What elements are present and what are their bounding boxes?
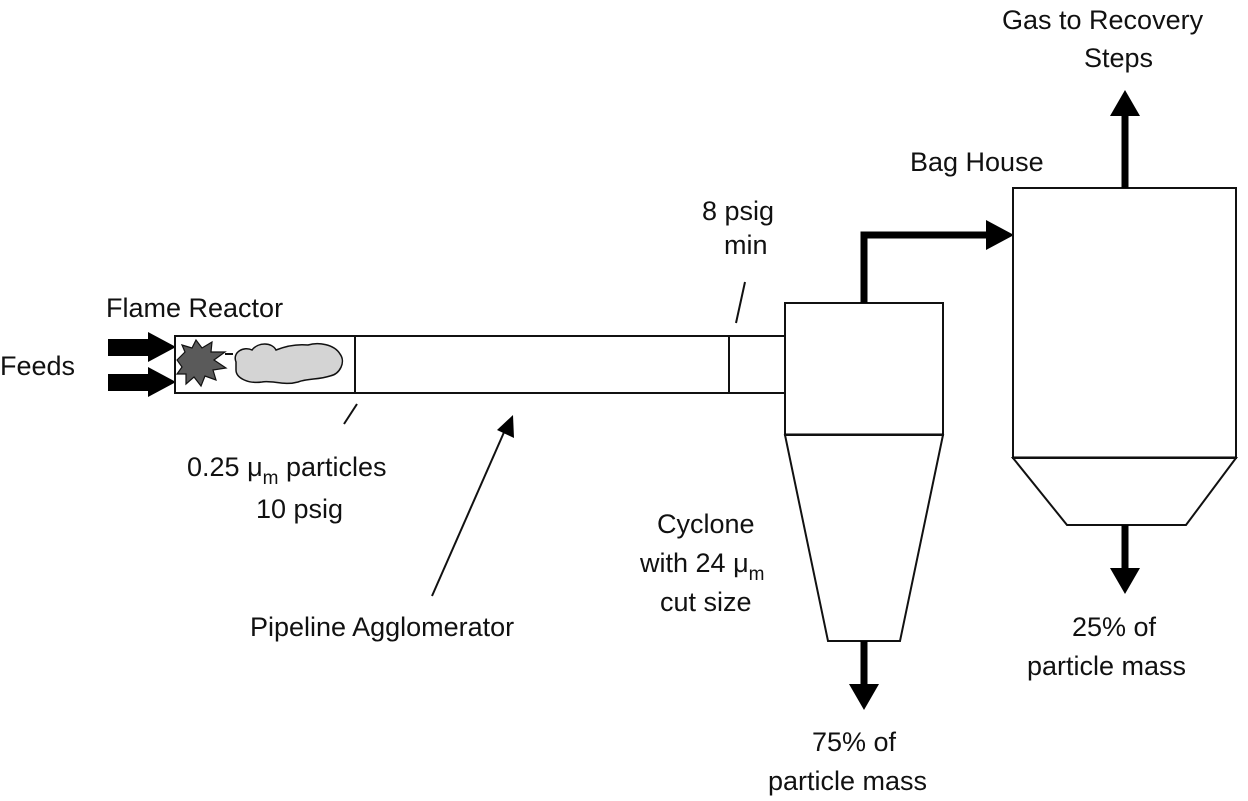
min-pressure-leader-line bbox=[735, 281, 746, 324]
cyclone-label-line1: Cyclone bbox=[657, 509, 755, 539]
pipeline-pointer-arrow bbox=[431, 415, 514, 597]
cyclone-output-line1: 75% of bbox=[812, 727, 897, 757]
baghouse-output-line1: 25% of bbox=[1072, 612, 1157, 642]
baghouse-outlet-arrow bbox=[1110, 525, 1140, 594]
gas-recovery-label-line1: Gas to Recovery bbox=[1002, 5, 1204, 35]
particle-cloud-icon bbox=[234, 342, 344, 385]
cyclone-output-line2: particle mass bbox=[768, 766, 927, 796]
cyclone-outlet-arrow bbox=[849, 641, 879, 710]
flame-reactor-label: Flame Reactor bbox=[106, 293, 283, 323]
min-pressure-label-line2: min bbox=[724, 230, 768, 260]
feed-arrow-bottom bbox=[108, 367, 176, 397]
baghouse-output-line2: particle mass bbox=[1027, 651, 1186, 681]
feeds-label: Feeds bbox=[0, 351, 75, 381]
particle-size-label: 0.25 μm particles bbox=[187, 452, 387, 489]
cyclone-label-line3: cut size bbox=[660, 587, 752, 617]
particle-pressure-label: 10 psig bbox=[256, 494, 343, 524]
flame-burst-icon bbox=[175, 338, 228, 388]
cyclone-label-line2: with 24 μm bbox=[639, 548, 764, 585]
feed-arrow-top bbox=[108, 332, 176, 362]
bag-house-label: Bag House bbox=[910, 147, 1044, 177]
particles-leader-line bbox=[343, 403, 358, 425]
gas-outlet-arrow bbox=[1110, 90, 1140, 188]
cyclone bbox=[783, 302, 945, 642]
cyclone-to-baghouse-arrow bbox=[860, 220, 1014, 303]
min-pressure-label-line1: 8 psig bbox=[702, 196, 774, 226]
pipeline-agglomerator-label: Pipeline Agglomerator bbox=[250, 612, 514, 642]
bag-house bbox=[1010, 187, 1238, 526]
gas-recovery-label-line2: Steps bbox=[1084, 43, 1153, 73]
